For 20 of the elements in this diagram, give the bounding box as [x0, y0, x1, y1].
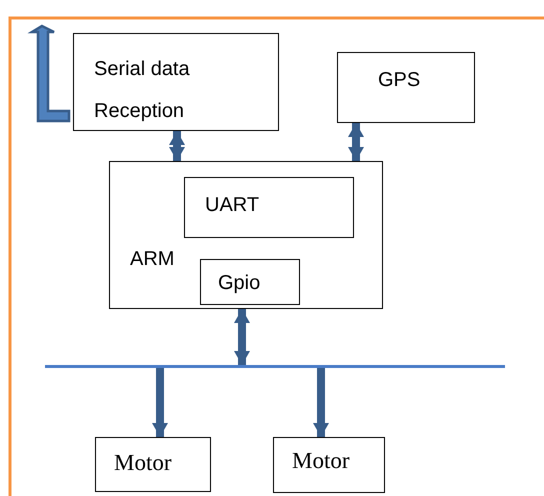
block-box	[200, 259, 300, 305]
arrow	[234, 309, 250, 365]
block-label: Serial data Reception	[94, 57, 191, 124]
arrow	[152, 368, 168, 437]
block-box	[109, 161, 383, 309]
block-label: Motor	[114, 450, 172, 476]
block-label: Gpio	[218, 272, 260, 295]
arrow	[313, 368, 329, 437]
arrow	[348, 123, 364, 161]
block-box	[273, 437, 385, 493]
block-label: ARM	[130, 248, 174, 271]
block-label: Motor	[292, 448, 350, 474]
block-box	[337, 52, 475, 123]
arrow	[169, 131, 185, 161]
block-box	[95, 437, 211, 492]
block-label: GPS	[378, 69, 420, 92]
block-box	[73, 33, 279, 131]
block-box	[184, 177, 354, 238]
bus-line	[45, 365, 505, 368]
block-label: UART	[205, 194, 260, 217]
